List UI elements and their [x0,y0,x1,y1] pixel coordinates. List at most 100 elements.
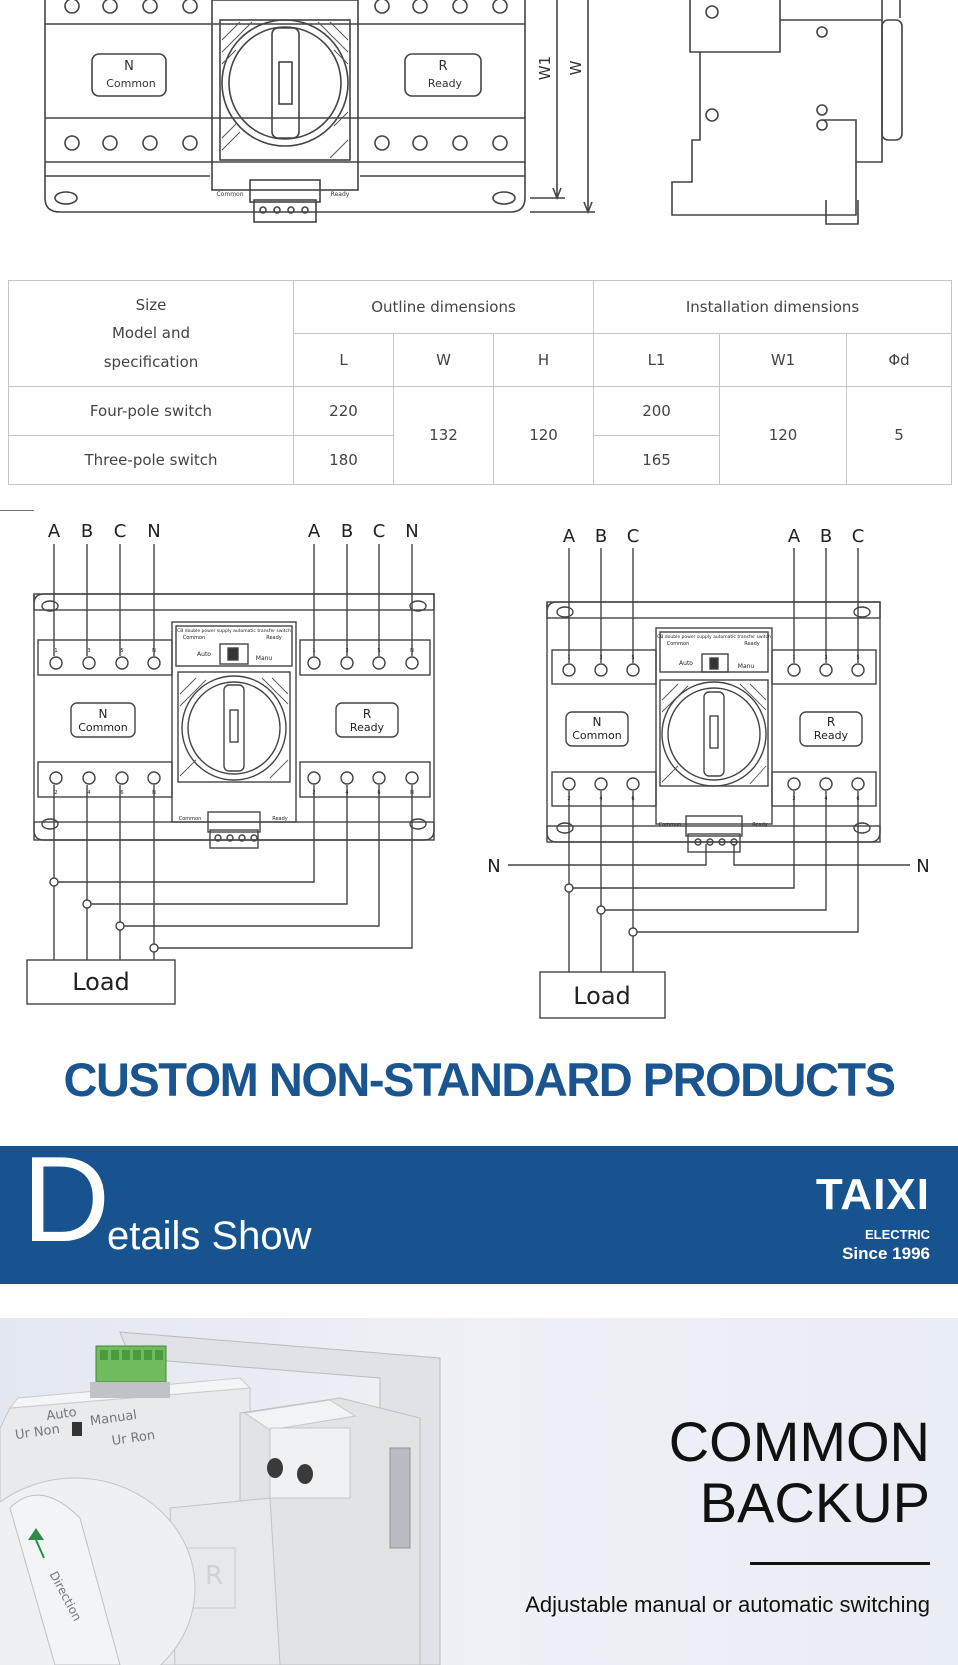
device-ur-ron-label: Ur Ron [111,1428,156,1449]
terminal-number: 6 [377,790,380,796]
size-header-line: Model and [111,324,191,343]
details-banner: D etails Show TAIXI ELECTRIC Since 1996 [0,1138,958,1284]
custom-products-heading: CUSTOM NON-STANDARD PRODUCTS [63,1053,896,1106]
phase-label: A [48,521,61,542]
panel-ready: Ready [752,822,768,828]
panel-ready: Ready [266,635,282,641]
top-small-common: Common [216,191,243,198]
brand-logo-text: TAIXI [815,1170,930,1219]
dimension-table: Size Model and specification Outline dim… [8,280,953,485]
terminal-number: 2 [54,790,57,796]
product-photo-section: Auto Manual Ur Non Ur Ron Direction R CO… [0,1318,958,1665]
col-header: H [492,333,595,387]
terminal-number: N [152,790,156,796]
top-r-label: R [438,59,447,74]
load-label: Load [72,968,130,996]
shared-h: 120 [492,386,595,485]
n-sub: Common [572,729,622,742]
top-small-ready: Ready [331,191,350,198]
phase-label: A [788,526,801,547]
banner-big-letter: D [22,1131,111,1267]
phase-label: A [308,521,321,542]
terminal-number: 2 [312,790,315,796]
device-ur-non-label: Ur Non [14,1422,61,1443]
panel-auto: Auto [197,651,211,658]
load-label: Load [573,982,631,1010]
col-header: L1 [593,333,721,387]
installation-header: Installation dimensions [593,280,953,334]
panel-auto: Auto [679,660,693,667]
panel-common: Common [179,816,202,822]
col-header: W1 [719,333,848,387]
terminal-number: 3 [824,655,827,661]
phase-label: B [820,526,832,547]
r-label: R [827,715,835,729]
size-header: Size Model and specification [8,280,294,387]
terminal-number: 1 [792,655,795,661]
panel-ready: Ready [744,641,760,647]
r-label: R [363,707,371,721]
col-header: Φd [846,333,953,387]
terminal-number: 5 [856,655,859,661]
terminal-number: 6 [631,796,634,802]
phase-label: B [81,521,93,542]
title-divider [750,1562,930,1565]
wiring-diagram-three-pole: A B C A B C N N N Common R Ready CB doub… [487,526,930,1019]
neutral-left-label: N [487,856,500,877]
terminal-number: N [152,648,156,654]
terminal-number: 5 [631,655,634,661]
col-header: W [393,333,494,387]
dim-w1-label: W1 [536,56,554,80]
terminal-number: 1 [54,648,57,654]
outline-header: Outline dimensions [292,280,595,334]
panel-text: CB double power supply automatic transfe… [657,634,771,640]
terminal-number: 6 [120,790,123,796]
phase-label: C [114,521,127,542]
table-row: Four-pole switch 220 132 120 200 120 5 [8,386,953,485]
terminal-number: 2 [567,796,570,802]
n-label: N [593,715,602,729]
shared-w1: 120 [719,386,848,485]
row-model: Three-pole switch [8,435,294,485]
n-sub: Common [78,721,128,734]
terminal-number: 4 [599,796,602,802]
top-r-sub: Ready [428,77,463,90]
product-device-illustration: Auto Manual Ur Non Ur Ron Direction R [0,1331,441,1665]
terminal-number: 1 [312,648,315,654]
phase-label: B [595,526,607,547]
row-l1: 200 [593,386,721,436]
row-model: Four-pole switch [8,386,294,436]
panel-common: Common [183,635,206,641]
wiring-diagram-four-pole: A B C N A B C N N Common R Ready CB doub… [0,510,435,1005]
panel-manu: Manu [738,663,755,670]
panel-common: Common [667,641,690,647]
brand-subtitle: ELECTRIC [865,1227,930,1242]
shared-w: 132 [393,386,494,485]
banner-title-rest: etails Show [107,1214,312,1258]
phase-label: A [563,526,576,547]
product-title-line1: COMMON [668,1410,930,1473]
terminal-number: 1 [567,655,570,661]
neutral-right-label: N [916,856,929,877]
terminal-number: N [410,790,414,796]
n-label: N [99,707,108,721]
top-dimension-drawing: N Common R Ready Common Ready W1 W [44,0,903,225]
panel-common: Common [659,822,682,828]
top-n-label: N [124,59,134,74]
device-r-label: R [205,1561,223,1591]
terminal-number: 4 [87,790,90,796]
row-l: 180 [293,435,394,485]
terminal-number: 5 [377,648,380,654]
panel-text: CB double power supply automatic transfe… [177,628,291,634]
terminal-number: 3 [345,648,348,654]
dim-w-label: W [567,60,585,75]
phase-label: C [373,521,386,542]
r-sub: Ready [814,729,849,742]
phase-label: C [627,526,640,547]
terminal-number: 3 [599,655,602,661]
terminal-number: 4 [345,790,348,796]
device-auto-label: Auto [46,1405,78,1424]
terminal-number: 4 [824,796,827,802]
table-row: Three-pole switch 180 165 [8,435,952,485]
device-manual-label: Manual [89,1408,138,1429]
